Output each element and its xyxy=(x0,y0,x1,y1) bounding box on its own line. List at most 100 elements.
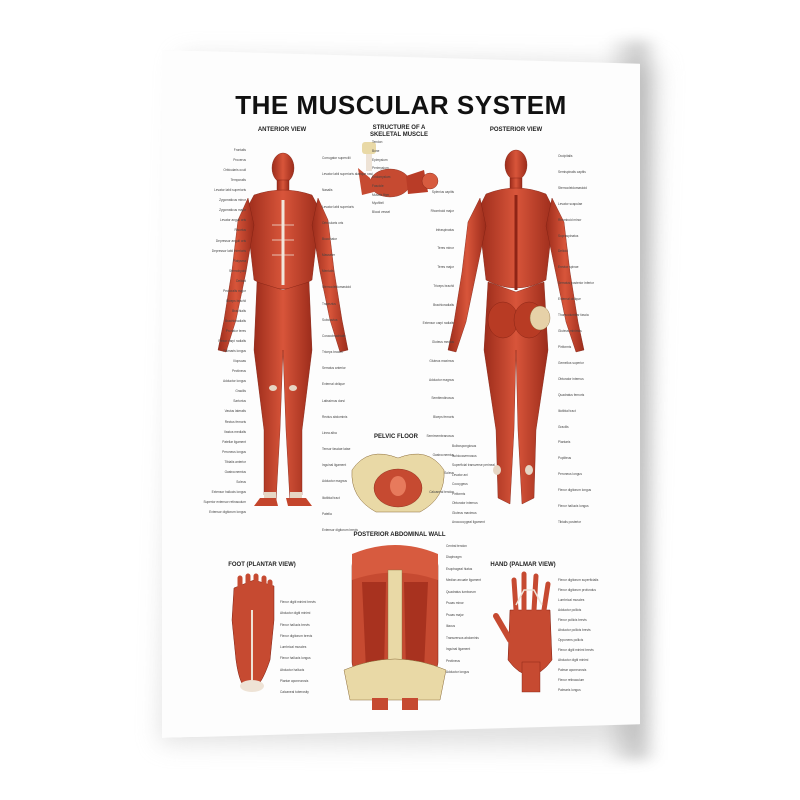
anatomy-label: Quadratus femoris xyxy=(558,392,585,397)
anatomy-label: Triceps brachii xyxy=(433,283,454,288)
anatomy-label: Temporalis xyxy=(230,178,246,183)
anatomy-label: Sternocleidomastoid xyxy=(322,285,351,290)
anatomy-label: Triceps brachii xyxy=(322,350,343,355)
anatomy-label: Sartorius xyxy=(233,399,246,404)
anatomy-label: Corrugator supercilii xyxy=(322,156,351,160)
anatomy-label: Levator labii superioris xyxy=(214,188,246,193)
anatomy-label: Epimysium xyxy=(372,157,388,162)
anatomy-label: Inguinal ligament xyxy=(446,647,471,652)
anatomy-label: Iliotibial tract xyxy=(558,408,576,413)
anatomy-label: Coracobrachialis xyxy=(322,333,346,338)
anatomy-label: Erector spinae xyxy=(558,265,579,270)
anatomy-label: Endomysium xyxy=(372,175,391,179)
anatomy-label: Flexor pollicis brevis xyxy=(558,618,587,622)
anatomy-label: Flexor digitorum superficialis xyxy=(558,578,599,582)
pelvic-floor-heading: PELVIC FLOOR xyxy=(374,434,418,440)
poster: THE MUSCULAR SYSTEM ANTERIOR VIEW STRUCT… xyxy=(162,50,640,738)
anatomy-label: Extensor carpi radialis xyxy=(422,321,454,326)
anatomy-label: Bulbospongiosus xyxy=(452,444,477,448)
anatomy-label: Tendon xyxy=(372,140,383,144)
anatomy-label: Obturator internus xyxy=(558,376,584,381)
anatomy-label: Linea alba xyxy=(322,430,337,435)
anatomy-label: Pectineus xyxy=(232,369,246,374)
anatomy-label: Extensor digitorum longus xyxy=(209,510,246,514)
anatomy-label: Zygomaticus major xyxy=(219,208,246,213)
anatomy-label: Muscle fiber xyxy=(372,192,390,197)
anatomy-label: Mentalis xyxy=(322,269,334,274)
anatomy-label: Levator ani xyxy=(452,472,468,477)
anatomy-label: Lumbrical muscles xyxy=(280,645,307,649)
foot-figure xyxy=(231,573,275,692)
anatomy-label: Biceps brachii xyxy=(226,298,246,303)
anatomy-label: Masseter xyxy=(322,253,336,258)
anatomy-label: Flexor digiti minimi brevis xyxy=(558,648,594,652)
anatomy-label: Peroneus longus xyxy=(222,449,246,454)
anatomy-label: Pectineus xyxy=(446,658,460,663)
foot-heading: FOOT (PLANTAR VIEW) xyxy=(228,562,296,568)
anatomy-label: Vastus lateralis xyxy=(224,409,246,414)
anatomy-label: Extensor digitorum brevis xyxy=(322,528,358,532)
anatomy-label: Plantar aponeurosis xyxy=(280,678,309,683)
anatomy-label: Abductor digiti minimi xyxy=(558,658,589,662)
anatomy-label: Soleus xyxy=(444,471,454,476)
anatomy-label: Orbicularis oculi xyxy=(223,168,246,173)
poster-title: THE MUSCULAR SYSTEM xyxy=(235,90,567,120)
anatomy-label: Plantaris xyxy=(558,440,571,445)
anatomy-label: Flexor digiti minimi brevis xyxy=(280,600,316,604)
anatomy-label: Calcaneal tendon xyxy=(429,490,454,494)
anatomy-label: Patella xyxy=(322,511,332,516)
anatomy-label: Sternocleidomastoid xyxy=(558,185,587,190)
anatomy-label: Abductor digiti minimi xyxy=(280,611,311,616)
anatomy-label: Splenius capitis xyxy=(431,190,454,194)
anatomy-label: Semitendinosus xyxy=(431,396,454,401)
anatomy-label: Flexor digitorum profundus xyxy=(558,588,596,592)
anatomy-label: Supraspinatus xyxy=(558,233,579,238)
anatomy-label: Abductor pollicis brevis xyxy=(558,628,591,632)
anatomy-label: Serratus posterior inferior xyxy=(558,281,594,286)
anatomy-label: Soleus xyxy=(236,479,246,484)
anatomy-label: Esophageal hiatus xyxy=(446,566,473,571)
anatomy-label: Rhomboid minor xyxy=(558,217,582,222)
anatomy-label: Superior extensor retinaculum xyxy=(203,499,246,504)
anatomy-label: Bone xyxy=(372,148,380,153)
anatomy-label: Gastrocnemius xyxy=(432,452,454,457)
anatomy-label: Gracilis xyxy=(558,424,569,429)
anatomy-label: Adductor longus xyxy=(222,379,246,384)
posterior-pelvis-detail xyxy=(529,305,551,331)
anatomy-label: Adductor longus xyxy=(446,670,470,674)
anatomy-label: Adductor magnus xyxy=(322,479,347,484)
anatomy-label: Levator scapulae xyxy=(558,201,583,206)
anatomy-label: Rectus femoris xyxy=(224,419,246,424)
anatomy-label: Piriformis xyxy=(452,491,466,496)
anatomy-label: Peroneus longus xyxy=(558,472,582,477)
anatomy-label: Nasalis xyxy=(322,188,333,193)
skeletal-muscle-heading: STRUCTURE OF A SKELETAL MUSCLE xyxy=(369,125,429,138)
anatomy-label: Subclavius xyxy=(322,317,338,322)
anatomy-label: Fascicle xyxy=(372,183,384,188)
anatomy-label: Coccygeus xyxy=(452,482,468,486)
anatomy-label: Depressor anguli oris xyxy=(215,238,246,243)
anatomy-label: Platysma xyxy=(232,258,246,263)
anatomy-illustrations xyxy=(217,142,585,710)
anatomy-label: Levator labii superioris alaeque nasi xyxy=(322,172,373,177)
anatomy-label: Transversus abdominis xyxy=(446,635,479,640)
anatomy-label: Levator anguli oris xyxy=(219,218,246,223)
anatomy-label: Adductor magnus xyxy=(429,377,454,382)
pelvic-floor-figure xyxy=(351,453,445,513)
skeletal-muscle-figure xyxy=(358,142,439,198)
anatomy-label: Zygomaticus minor xyxy=(219,198,246,203)
anatomy-label: Popliteus xyxy=(558,456,572,461)
anatomy-label: Psoas minor xyxy=(446,601,464,606)
anatomy-label: Gluteus medius xyxy=(431,340,454,344)
anatomy-label: Biceps femoris xyxy=(433,415,454,419)
anatomy-label: Semimembranosus xyxy=(426,433,454,438)
anatomy-label: Ischiocavernosus xyxy=(452,453,477,458)
anatomy-label: Orbicularis oris xyxy=(322,220,344,225)
anatomy-label: Depressor labii inferioris xyxy=(211,248,246,253)
anatomy-label: Iliacus xyxy=(446,624,456,629)
anatomy-label: Gemellus superior xyxy=(558,360,584,365)
anatomy-label: Flexor carpi radialis xyxy=(218,339,246,344)
anatomy-label: Perimysium xyxy=(372,166,389,171)
abdominal-wall-heading: POSTERIOR ABDOMINAL WALL xyxy=(353,532,446,538)
